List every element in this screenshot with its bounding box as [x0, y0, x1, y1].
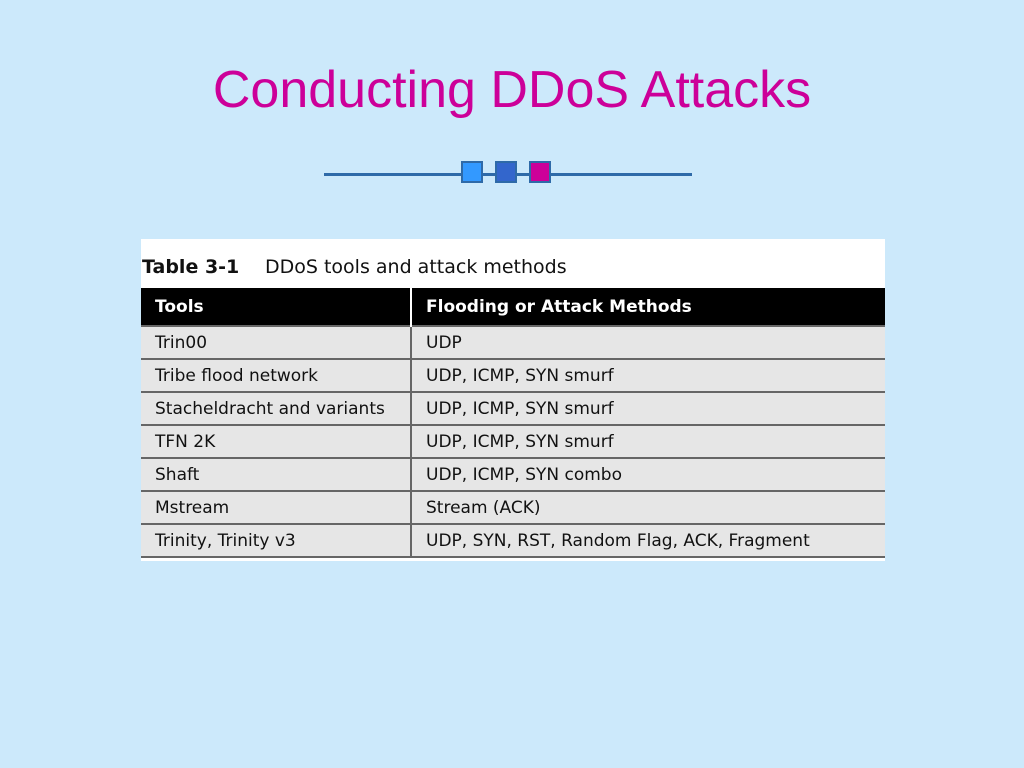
table-row: Tribe flood network UDP, ICMP, SYN smurf — [141, 358, 885, 392]
method-cell: UDP — [411, 325, 885, 359]
table-row: Trinity, Trinity v3 UDP, SYN, RST, Rando… — [141, 523, 885, 558]
tool-cell: Trin00 — [141, 325, 412, 359]
tool-cell: Tribe flood network — [141, 358, 412, 392]
table-row: Stacheldracht and variants UDP, ICMP, SY… — [141, 391, 885, 425]
table-caption: Table 3-1 DDoS tools and attack methods — [141, 239, 885, 288]
title-divider — [324, 158, 692, 190]
table-header-row: Tools Flooding or Attack Methods — [141, 288, 885, 326]
table-row: TFN 2K UDP, ICMP, SYN smurf — [141, 424, 885, 458]
table-row: Trin00 UDP — [141, 325, 885, 359]
tool-cell: Mstream — [141, 490, 412, 524]
table-caption-label: Table 3-1 — [142, 256, 240, 278]
header-tools: Tools — [141, 288, 412, 326]
method-cell: UDP, ICMP, SYN smurf — [411, 391, 885, 425]
slide-title: Conducting DDoS Attacks — [212, 61, 812, 119]
method-cell: Stream (ACK) — [411, 490, 885, 524]
table-row: Shaft UDP, ICMP, SYN combo — [141, 457, 885, 491]
divider-square-light-blue — [461, 161, 483, 183]
ddos-tools-table: Tools Flooding or Attack Methods Trin00 … — [141, 288, 885, 558]
tool-cell: TFN 2K — [141, 424, 412, 458]
table-image-panel: Table 3-1 DDoS tools and attack methods … — [141, 239, 885, 561]
method-cell: UDP, SYN, RST, Random Flag, ACK, Fragmen… — [411, 523, 885, 558]
table-row: Mstream Stream (ACK) — [141, 490, 885, 524]
header-methods: Flooding or Attack Methods — [411, 288, 885, 326]
tool-cell: Shaft — [141, 457, 412, 491]
method-cell: UDP, ICMP, SYN smurf — [411, 358, 885, 392]
method-cell: UDP, ICMP, SYN smurf — [411, 424, 885, 458]
tool-cell: Stacheldracht and variants — [141, 391, 412, 425]
tool-cell: Trinity, Trinity v3 — [141, 523, 412, 558]
method-cell: UDP, ICMP, SYN combo — [411, 457, 885, 491]
divider-square-blue — [495, 161, 517, 183]
table-caption-text: DDoS tools and attack methods — [265, 256, 567, 278]
divider-square-magenta — [529, 161, 551, 183]
